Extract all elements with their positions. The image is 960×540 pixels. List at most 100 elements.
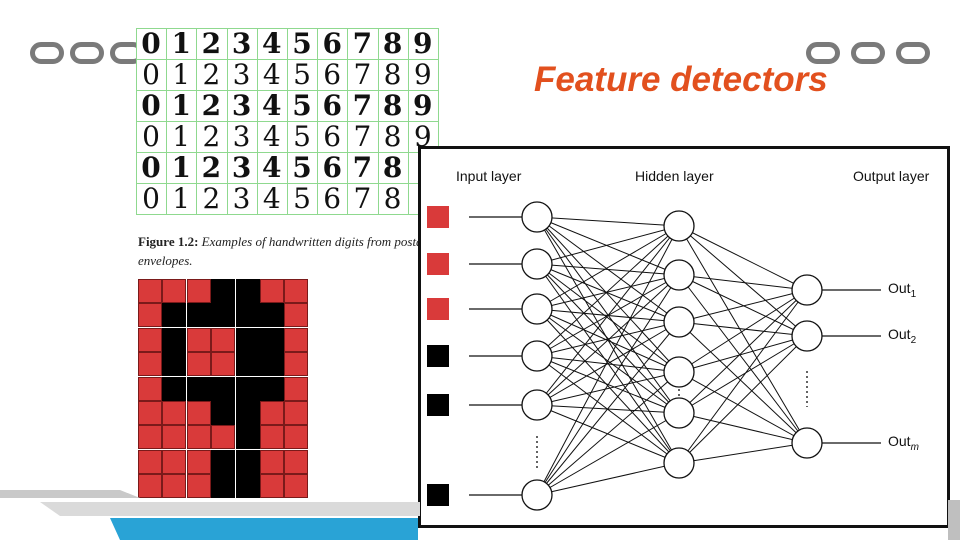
handwritten-digit: 7 — [353, 58, 372, 91]
handwritten-digit: 3 — [232, 182, 251, 215]
handwritten-digit: 2 — [201, 27, 222, 60]
pixel-on — [235, 376, 260, 401]
handwritten-digit: 3 — [231, 27, 252, 60]
handwritten-digit: 4 — [262, 58, 281, 91]
handwritten-digit: 3 — [232, 120, 251, 153]
connection-line — [678, 335, 808, 464]
connection-line — [536, 321, 680, 406]
connection-line — [536, 263, 680, 276]
digit-grid-line — [136, 214, 438, 215]
pixel-off — [186, 327, 211, 352]
digit-grid-line — [136, 121, 438, 122]
handwritten-digit: 5 — [293, 58, 311, 91]
connection-line — [678, 289, 808, 414]
handwritten-digit: 1 — [172, 182, 191, 215]
input-square — [427, 484, 449, 506]
pixel-off — [260, 449, 284, 474]
decor-circle-icon — [896, 42, 930, 64]
pixel-on — [235, 303, 260, 328]
hidden-node — [663, 356, 695, 388]
decor-circle-icon — [851, 42, 885, 64]
handwritten-digit: 6 — [323, 58, 342, 91]
pixel-off — [162, 449, 187, 474]
decor-circle-icon — [70, 42, 104, 64]
caption-label: Figure 1.2: — [138, 234, 199, 249]
decor-circle-icon — [30, 42, 64, 64]
input-layer-label: Input layer — [456, 168, 522, 184]
pixel-off — [284, 376, 309, 401]
handwritten-digit: 0 — [142, 58, 160, 91]
handwritten-digit: 9 — [413, 89, 433, 122]
handwritten-digit: 0 — [142, 120, 160, 153]
digit-grid-line — [438, 28, 439, 214]
connection-line — [536, 274, 680, 406]
connection-line — [678, 289, 808, 373]
output-label-base: Out — [888, 326, 911, 342]
output-label-sub: m — [910, 441, 919, 453]
pixel-on — [211, 474, 236, 499]
pixel-off — [284, 303, 309, 328]
pixel-off — [186, 474, 211, 499]
hidden-node — [663, 306, 695, 338]
connection-line — [678, 335, 808, 414]
pixel-on — [235, 474, 260, 499]
neural-network-diagram: Input layer Hidden layer Output layer Ou… — [418, 146, 950, 528]
output-layer-label: Output layer — [853, 168, 930, 184]
handwritten-digit: 8 — [383, 120, 402, 153]
hidden-node — [663, 397, 695, 429]
pixel-on — [211, 279, 236, 303]
connection-line — [536, 321, 680, 357]
network-connections — [469, 201, 881, 511]
input-square — [427, 394, 449, 416]
handwritten-digit: 9 — [413, 27, 433, 60]
bottom-decoration — [0, 490, 960, 540]
pixel-off — [186, 425, 211, 450]
input-node — [521, 293, 553, 325]
connection-line — [536, 321, 680, 496]
connection-line — [678, 225, 808, 291]
handwritten-digit: 2 — [202, 58, 221, 91]
pixel-off — [138, 376, 162, 401]
handwritten-digit: 5 — [293, 182, 311, 215]
caption-text: Examples of handwritten digits from post… — [138, 234, 427, 268]
output-label-base: Out — [888, 280, 911, 296]
pixel-off — [162, 425, 187, 450]
connection-line — [678, 335, 808, 373]
connection-line — [678, 321, 808, 337]
pixel-on — [235, 279, 260, 303]
output-node — [791, 274, 823, 306]
pixel-on — [235, 327, 260, 352]
pixel-on — [211, 401, 236, 425]
connection-line — [536, 225, 680, 265]
input-square — [427, 298, 449, 320]
handwritten-digit: 6 — [322, 27, 342, 60]
connection-line — [536, 225, 680, 406]
input-node — [521, 389, 553, 421]
handwritten-digit: 5 — [292, 27, 312, 60]
digit-grid-line — [136, 28, 438, 29]
pixel-on — [235, 401, 260, 425]
handwritten-digit: 8 — [383, 182, 402, 215]
pixel-off — [284, 449, 309, 474]
figure-caption: Figure 1.2: Examples of handwritten digi… — [138, 232, 428, 270]
handwritten-digit: 7 — [353, 120, 372, 153]
pixel-on — [186, 376, 211, 401]
pixel-off — [138, 401, 162, 425]
handwritten-digit: 6 — [323, 182, 342, 215]
pixel-off — [138, 425, 162, 450]
connection-line — [536, 371, 680, 406]
handwritten-digit: 1 — [171, 151, 191, 184]
handwritten-digit: 0 — [141, 89, 161, 122]
pixel-on — [260, 327, 284, 352]
pixel-off — [138, 279, 162, 303]
handwritten-digit: 5 — [293, 120, 311, 153]
handwritten-digit: 9 — [413, 58, 432, 91]
output-node — [791, 320, 823, 352]
connection-line — [536, 462, 680, 496]
pixel-off — [284, 327, 309, 352]
output-label: Out2 — [888, 326, 916, 346]
pixel-on — [162, 327, 187, 352]
connection-line — [678, 289, 808, 323]
output-label-sub: 2 — [910, 334, 917, 346]
